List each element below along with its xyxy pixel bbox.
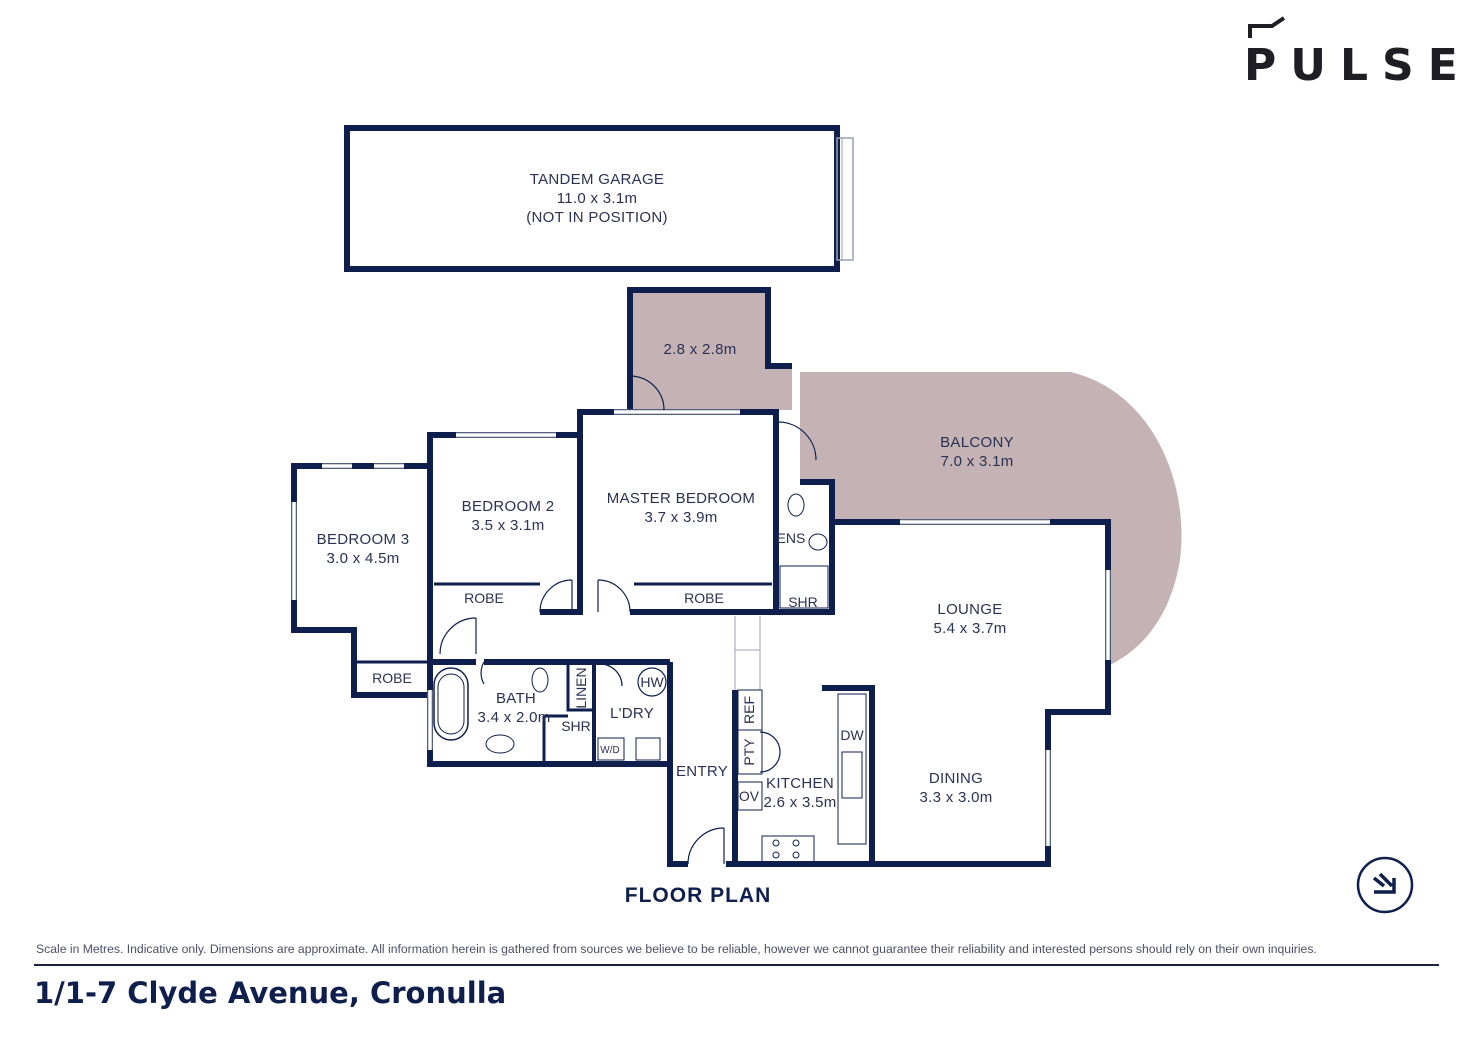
bath-name: BATH (496, 690, 536, 707)
bath-dims: 3.4 x 2.0m (477, 709, 550, 726)
lounge-name: LOUNGE (937, 601, 1002, 618)
storage-area-ext (768, 366, 792, 410)
ref-label: REF (741, 696, 757, 724)
balcony-dims: 7.0 x 3.1m (940, 453, 1013, 470)
storage-wall (627, 287, 792, 410)
property-address: 1/1-7 Clyde Avenue, Cronulla (34, 976, 507, 1010)
bedroom3-dims: 3.0 x 4.5m (326, 550, 399, 567)
garage-dims: 11.0 x 3.1m (557, 190, 638, 207)
balcony-name: BALCONY (940, 434, 1014, 451)
balcony-area (800, 372, 1182, 665)
kitchen-name: KITCHEN (766, 775, 834, 792)
robe-master-label: ROBE (684, 590, 724, 606)
robe-b2-label: ROBE (464, 590, 504, 606)
brand-logo: PULSE (1244, 40, 1472, 91)
garage-note: (NOT IN POSITION) (526, 209, 668, 226)
compass-icon (1356, 856, 1414, 914)
shr-ens-label: SHR (788, 594, 818, 610)
linen-wall (566, 662, 594, 712)
pty-label: PTY (741, 738, 757, 766)
robe-b3-label: ROBE (372, 670, 412, 686)
ov-label: OV (739, 788, 760, 804)
divider (34, 964, 1439, 966)
lounge-dims: 5.4 x 3.7m (933, 620, 1006, 637)
entry-wall (667, 662, 688, 867)
laundry-name: L'DRY (610, 705, 654, 722)
kitchen-dims: 2.6 x 3.5m (763, 794, 836, 811)
ensuite-wall (773, 462, 835, 615)
bedroom2-dims: 3.5 x 3.1m (471, 517, 544, 534)
disclaimer-text: Scale in Metres. Indicative only. Dimens… (36, 942, 1317, 956)
bedroom2-name: BEDROOM 2 (462, 498, 555, 515)
storage-area (630, 290, 768, 410)
linen-label: LINEN (573, 667, 589, 708)
storage-dims: 2.8 x 2.8m (663, 341, 736, 358)
master-name: MASTER BEDROOM (607, 490, 755, 507)
entry-name: ENTRY (676, 763, 728, 780)
ensuite-top-wall (800, 479, 835, 522)
dining-name: DINING (929, 770, 983, 787)
garage-name: TANDEM GARAGE (530, 171, 664, 188)
plan-title: FLOOR PLAN (624, 884, 772, 907)
master-dims: 3.7 x 3.9m (644, 509, 717, 526)
hw-label: HW (640, 674, 664, 690)
bedroom3-name: BEDROOM 3 (317, 531, 410, 548)
dw-label: DW (840, 727, 864, 743)
logo-mark-icon (1248, 16, 1286, 38)
kitchen-wall (732, 685, 875, 867)
dining-dims: 3.3 x 3.0m (919, 789, 992, 806)
wd-label: W/D (600, 745, 619, 756)
shr-bath-wall (542, 714, 568, 762)
shr-bath-label: SHR (561, 718, 591, 734)
ens-label: ENS (777, 530, 806, 546)
lounge-wall (832, 519, 1111, 867)
